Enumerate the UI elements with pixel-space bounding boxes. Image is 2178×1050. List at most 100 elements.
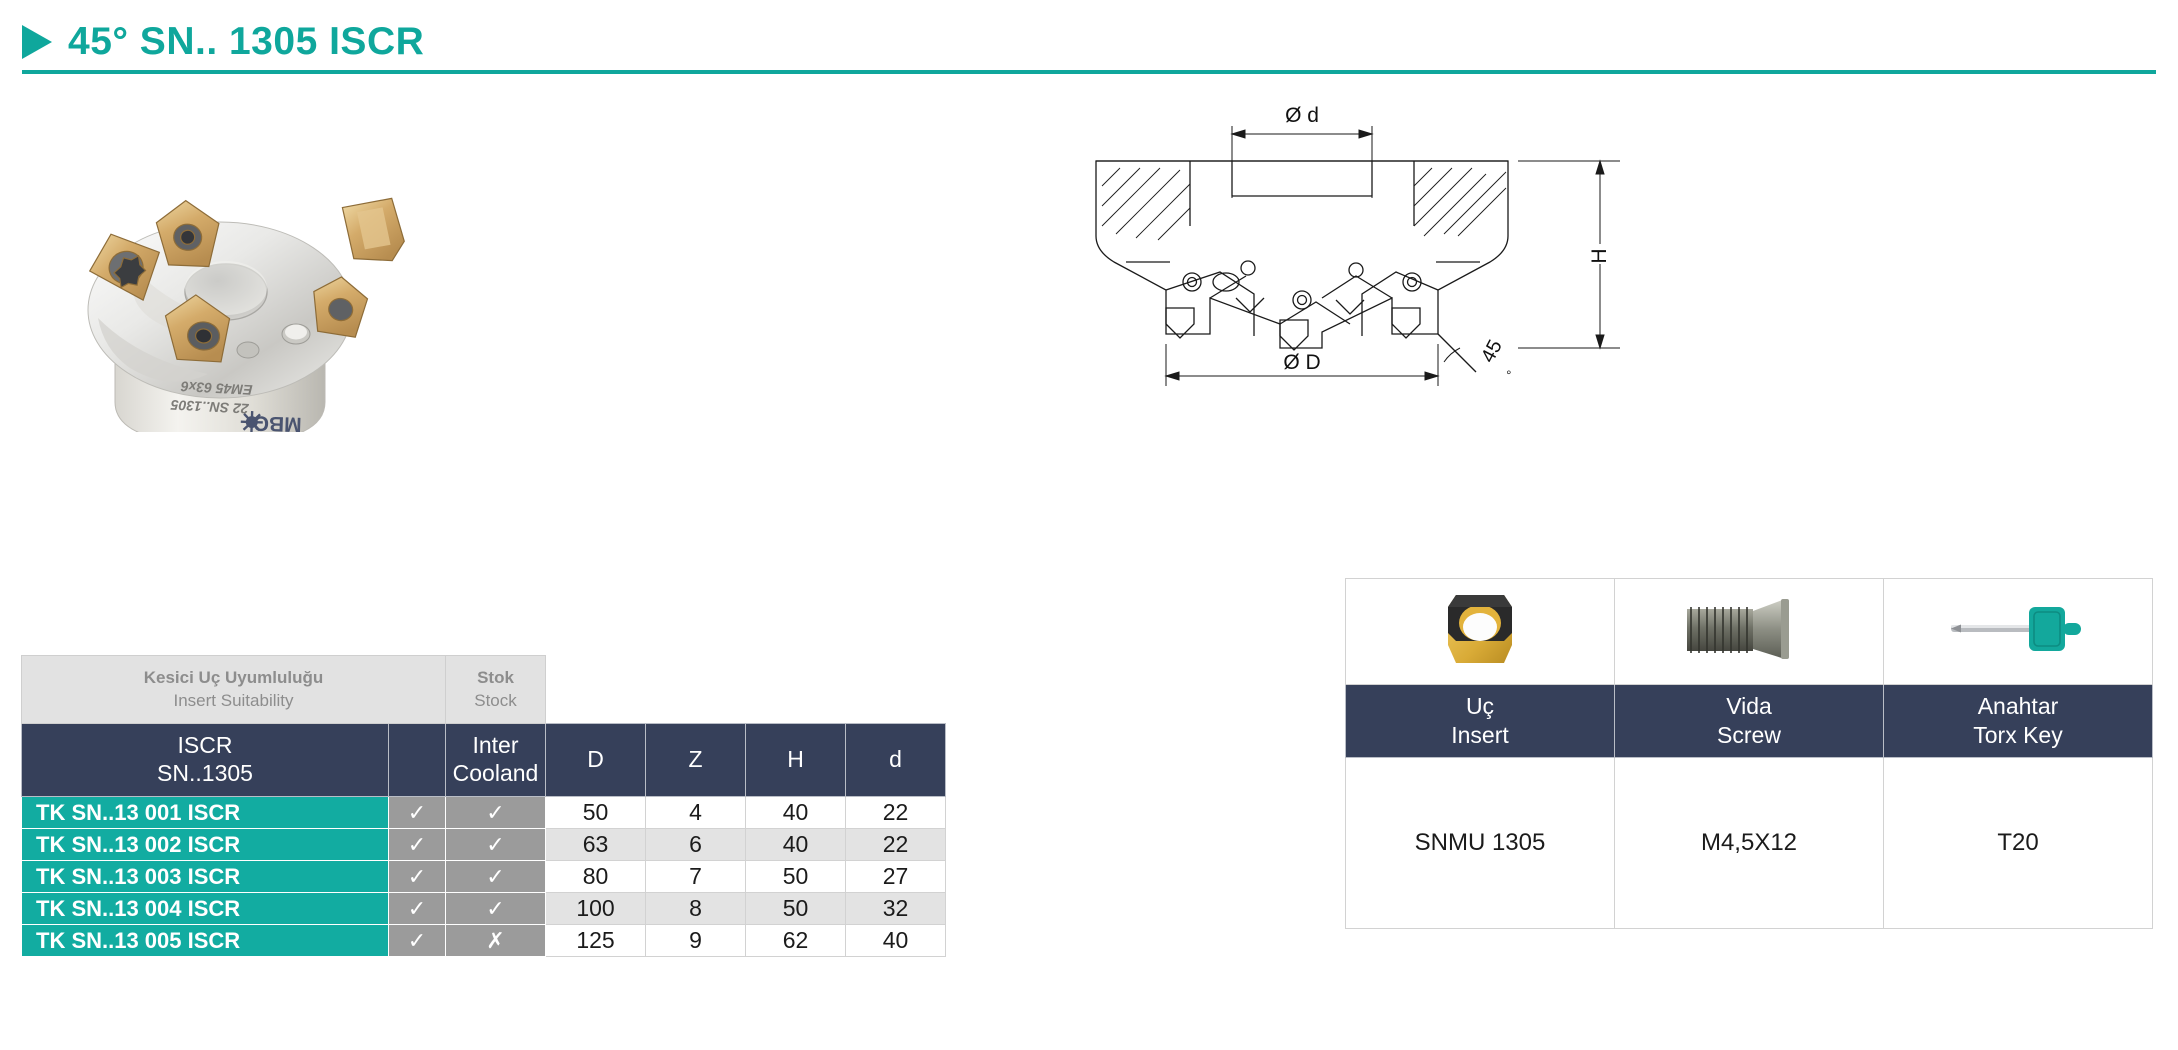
column-header-Z: Z	[645, 723, 746, 797]
torx-screw-photo	[1687, 599, 1789, 659]
screw-header-tr: Vida	[1726, 693, 1772, 720]
page-title: 45° SN.. 1305 ISCR	[68, 20, 425, 63]
stock-label-en: Stock	[474, 690, 517, 710]
row-name: TK SN..13 002 ISCR	[21, 828, 389, 861]
table-row[interactable]: TK SN..13 004 ISCR ✓ ✓ 100 8 50 32	[21, 892, 946, 925]
component-values-row: SNMU 1305 M4,5X12 T20	[1345, 757, 2153, 929]
value-d: 22	[845, 828, 946, 861]
insert-header-en: Insert	[1451, 722, 1509, 748]
stock-check-icon: ✓	[388, 796, 446, 829]
column-header-stock	[388, 723, 446, 797]
torx-key-image-cell	[1883, 578, 2153, 685]
stock-check-icon: ✓	[388, 924, 446, 957]
dimension-small-diameter	[1230, 126, 1374, 198]
table-row[interactable]: TK SN..13 005 ISCR ✓ ✗ 125 9 62 40	[21, 924, 946, 957]
inter-cooland-check-icon: ✓	[445, 828, 546, 861]
col-iscr-l2: SN..1305	[157, 760, 253, 786]
screw-image-cell	[1614, 578, 1884, 685]
row-name: TK SN..13 003 ISCR	[21, 860, 389, 893]
value-D: 63	[545, 828, 646, 861]
insert-suitability-group-header: Kesici Uç Uyumluluğu Insert Suitability	[21, 655, 446, 724]
brand-logo: MBC	[240, 411, 302, 436]
title-row: 45° SN.. 1305 ISCR	[22, 20, 424, 64]
value-D: 80	[545, 860, 646, 893]
table-group-header-row: Kesici Uç Uyumluluğu Insert Suitability …	[21, 655, 946, 724]
stock-check-icon: ✓	[388, 860, 446, 893]
component-headers-row: Uç Insert Vida Screw Anahtar Torx Key	[1345, 684, 2153, 758]
page-header: 45° SN.. 1305 ISCR	[0, 0, 2178, 86]
key-header-en: Torx Key	[1973, 722, 2063, 748]
screw-value: M4,5X12	[1614, 757, 1884, 929]
screw-header-en: Screw	[1717, 722, 1781, 748]
face-mill-illustration: 22 SN..1305 EM45 63x6 MBC	[87, 197, 405, 445]
insert-image-cell	[1345, 578, 1615, 685]
value-H: 50	[745, 860, 846, 893]
value-d: 27	[845, 860, 946, 893]
row-name: TK SN..13 001 ISCR	[21, 796, 389, 829]
insert-suitability-en: Insert Suitability	[173, 690, 294, 710]
value-H: 62	[745, 924, 846, 957]
components-table: Uç Insert Vida Screw Anahtar Torx Key SN…	[1345, 578, 2153, 929]
inter-cooland-check-icon: ✓	[445, 796, 546, 829]
col-iscr-l1: ISCR	[177, 732, 233, 759]
title-underline-divider	[22, 70, 2156, 74]
stock-check-icon: ✓	[388, 892, 446, 925]
torx-key-photo	[1951, 607, 2081, 651]
dim-label-large-diameter: Ø D	[1283, 351, 1320, 374]
value-Z: 6	[645, 828, 746, 861]
value-d: 32	[845, 892, 946, 925]
key-header-tr: Anahtar	[1977, 693, 2059, 720]
svg-text:EM45 63x6: EM45 63x6	[180, 378, 253, 398]
stock-check-icon: ✓	[388, 828, 446, 861]
table-row[interactable]: TK SN..13 003 ISCR ✓ ✓ 80 7 50 27	[21, 860, 946, 893]
column-header-H: H	[745, 723, 846, 797]
engraving-text: 22 SN..1305 EM45 63x6	[170, 378, 253, 417]
col-inter-l2: Cooland	[452, 760, 539, 786]
value-D: 100	[545, 892, 646, 925]
value-D: 50	[545, 796, 646, 829]
col-inter-l1: Inter	[472, 732, 519, 759]
value-Z: 8	[645, 892, 746, 925]
value-Z: 9	[645, 924, 746, 957]
column-header-d: d	[845, 723, 946, 797]
component-header-torx-key: Anahtar Torx Key	[1883, 684, 2153, 758]
technical-drawing: Ø d H 45 ° Ø D	[1040, 86, 2100, 416]
svg-text:22 SN..1305: 22 SN..1305	[170, 397, 250, 417]
component-header-insert: Uç Insert	[1345, 684, 1615, 758]
table-row[interactable]: TK SN..13 001 ISCR ✓ ✓ 50 4 40 22	[21, 796, 946, 829]
dim-label-angle: 45	[1477, 336, 1507, 366]
dimension-height	[1518, 159, 1620, 350]
table-row[interactable]: TK SN..13 002 ISCR ✓ ✓ 63 6 40 22	[21, 828, 946, 861]
component-header-screw: Vida Screw	[1614, 684, 1884, 758]
torx-key-value: T20	[1883, 757, 2153, 929]
column-header-D: D	[545, 723, 646, 797]
column-header-inter-cooland: Inter Cooland	[445, 723, 546, 797]
value-H: 40	[745, 828, 846, 861]
table-column-header-row: ISCR SN..1305 Inter Cooland D Z H d	[21, 723, 946, 797]
row-name: TK SN..13 005 ISCR	[21, 924, 389, 957]
value-D: 125	[545, 924, 646, 957]
value-Z: 4	[645, 796, 746, 829]
stock-label-tr: Stok	[477, 667, 514, 687]
stock-group-header: Stok Stock	[445, 655, 546, 724]
inter-cooland-cross-icon: ✗	[445, 924, 546, 957]
triangle-right-icon	[22, 25, 52, 59]
value-H: 40	[745, 796, 846, 829]
dim-label-small-diameter: Ø d	[1285, 104, 1319, 127]
inter-cooland-check-icon: ✓	[445, 860, 546, 893]
carbide-insert-photo	[1448, 595, 1512, 663]
product-photo: 22 SN..1305 EM45 63x6 MBC	[20, 92, 440, 445]
value-d: 40	[845, 924, 946, 957]
column-header-iscr: ISCR SN..1305	[21, 723, 389, 797]
insert-value: SNMU 1305	[1345, 757, 1615, 929]
component-images-row	[1345, 578, 2153, 685]
insert-suitability-tr: Kesici Uç Uyumluluğu	[143, 667, 324, 687]
insert-header-tr: Uç	[1465, 693, 1495, 720]
dimension-large-diameter	[1164, 344, 1440, 386]
row-name: TK SN..13 004 ISCR	[21, 892, 389, 925]
dim-label-height: H	[1588, 248, 1611, 263]
dim-label-angle-unit: °	[1503, 368, 1519, 380]
value-H: 50	[745, 892, 846, 925]
specifications-table: Kesici Uç Uyumluluğu Insert Suitability …	[21, 655, 946, 957]
inter-cooland-check-icon: ✓	[445, 892, 546, 925]
